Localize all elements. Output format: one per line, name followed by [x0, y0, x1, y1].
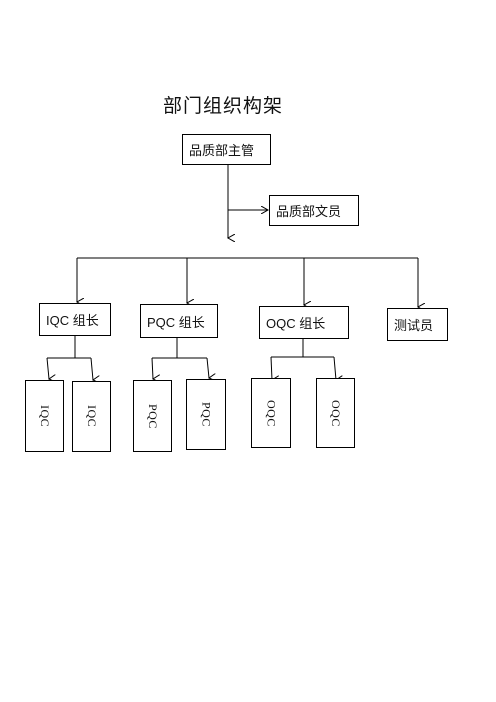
node-oqc-staff-2-label: OQC	[329, 399, 343, 427]
iqc-drop-2	[90, 357, 93, 380]
node-clerk: 品质部文员	[269, 195, 359, 226]
node-pqc-staff-2: PQC	[186, 379, 226, 450]
node-pqc-staff-1-label: PQC	[146, 403, 160, 429]
node-pqc-staff-2-label: PQC	[199, 402, 214, 427]
node-oqc-staff-1: OQC	[251, 378, 291, 448]
node-iqc-leader: IQC 组长	[39, 303, 111, 336]
node-iqc-staff-2-label: IQC	[85, 405, 99, 428]
node-iqc-staff-1-label: IQC	[38, 404, 52, 428]
oqc-drop-1	[270, 356, 272, 380]
pqc-drop-1	[151, 357, 153, 379]
node-clerk-label: 品质部文员	[276, 205, 342, 220]
node-manager: 品质部主管	[182, 134, 271, 165]
node-oqc-leader-label: OQC 组长	[266, 316, 326, 331]
iqc-drop-1	[46, 357, 49, 379]
node-pqc-staff-1: PQC	[133, 380, 172, 452]
node-iqc-staff-1: IQC	[25, 380, 64, 452]
node-pqc-leader-label: PQC 组长	[147, 314, 205, 330]
node-iqc-staff-2: IQC	[72, 381, 111, 452]
node-iqc-leader-label: IQC 组长	[46, 313, 99, 328]
node-pqc-leader: PQC 组长	[140, 304, 218, 338]
pqc-drop-2	[206, 357, 209, 378]
node-oqc-staff-2: OQC	[316, 378, 355, 448]
node-tester-label: 测试员	[394, 319, 434, 334]
node-manager-label: 品质部主管	[189, 144, 255, 159]
node-oqc-staff-1-label: OQC	[264, 399, 279, 427]
node-oqc-leader: OQC 组长	[259, 306, 349, 339]
oqc-drop-2	[333, 356, 336, 380]
node-tester: 测试员	[387, 308, 448, 341]
page-title: 部门组织构架	[163, 95, 284, 117]
